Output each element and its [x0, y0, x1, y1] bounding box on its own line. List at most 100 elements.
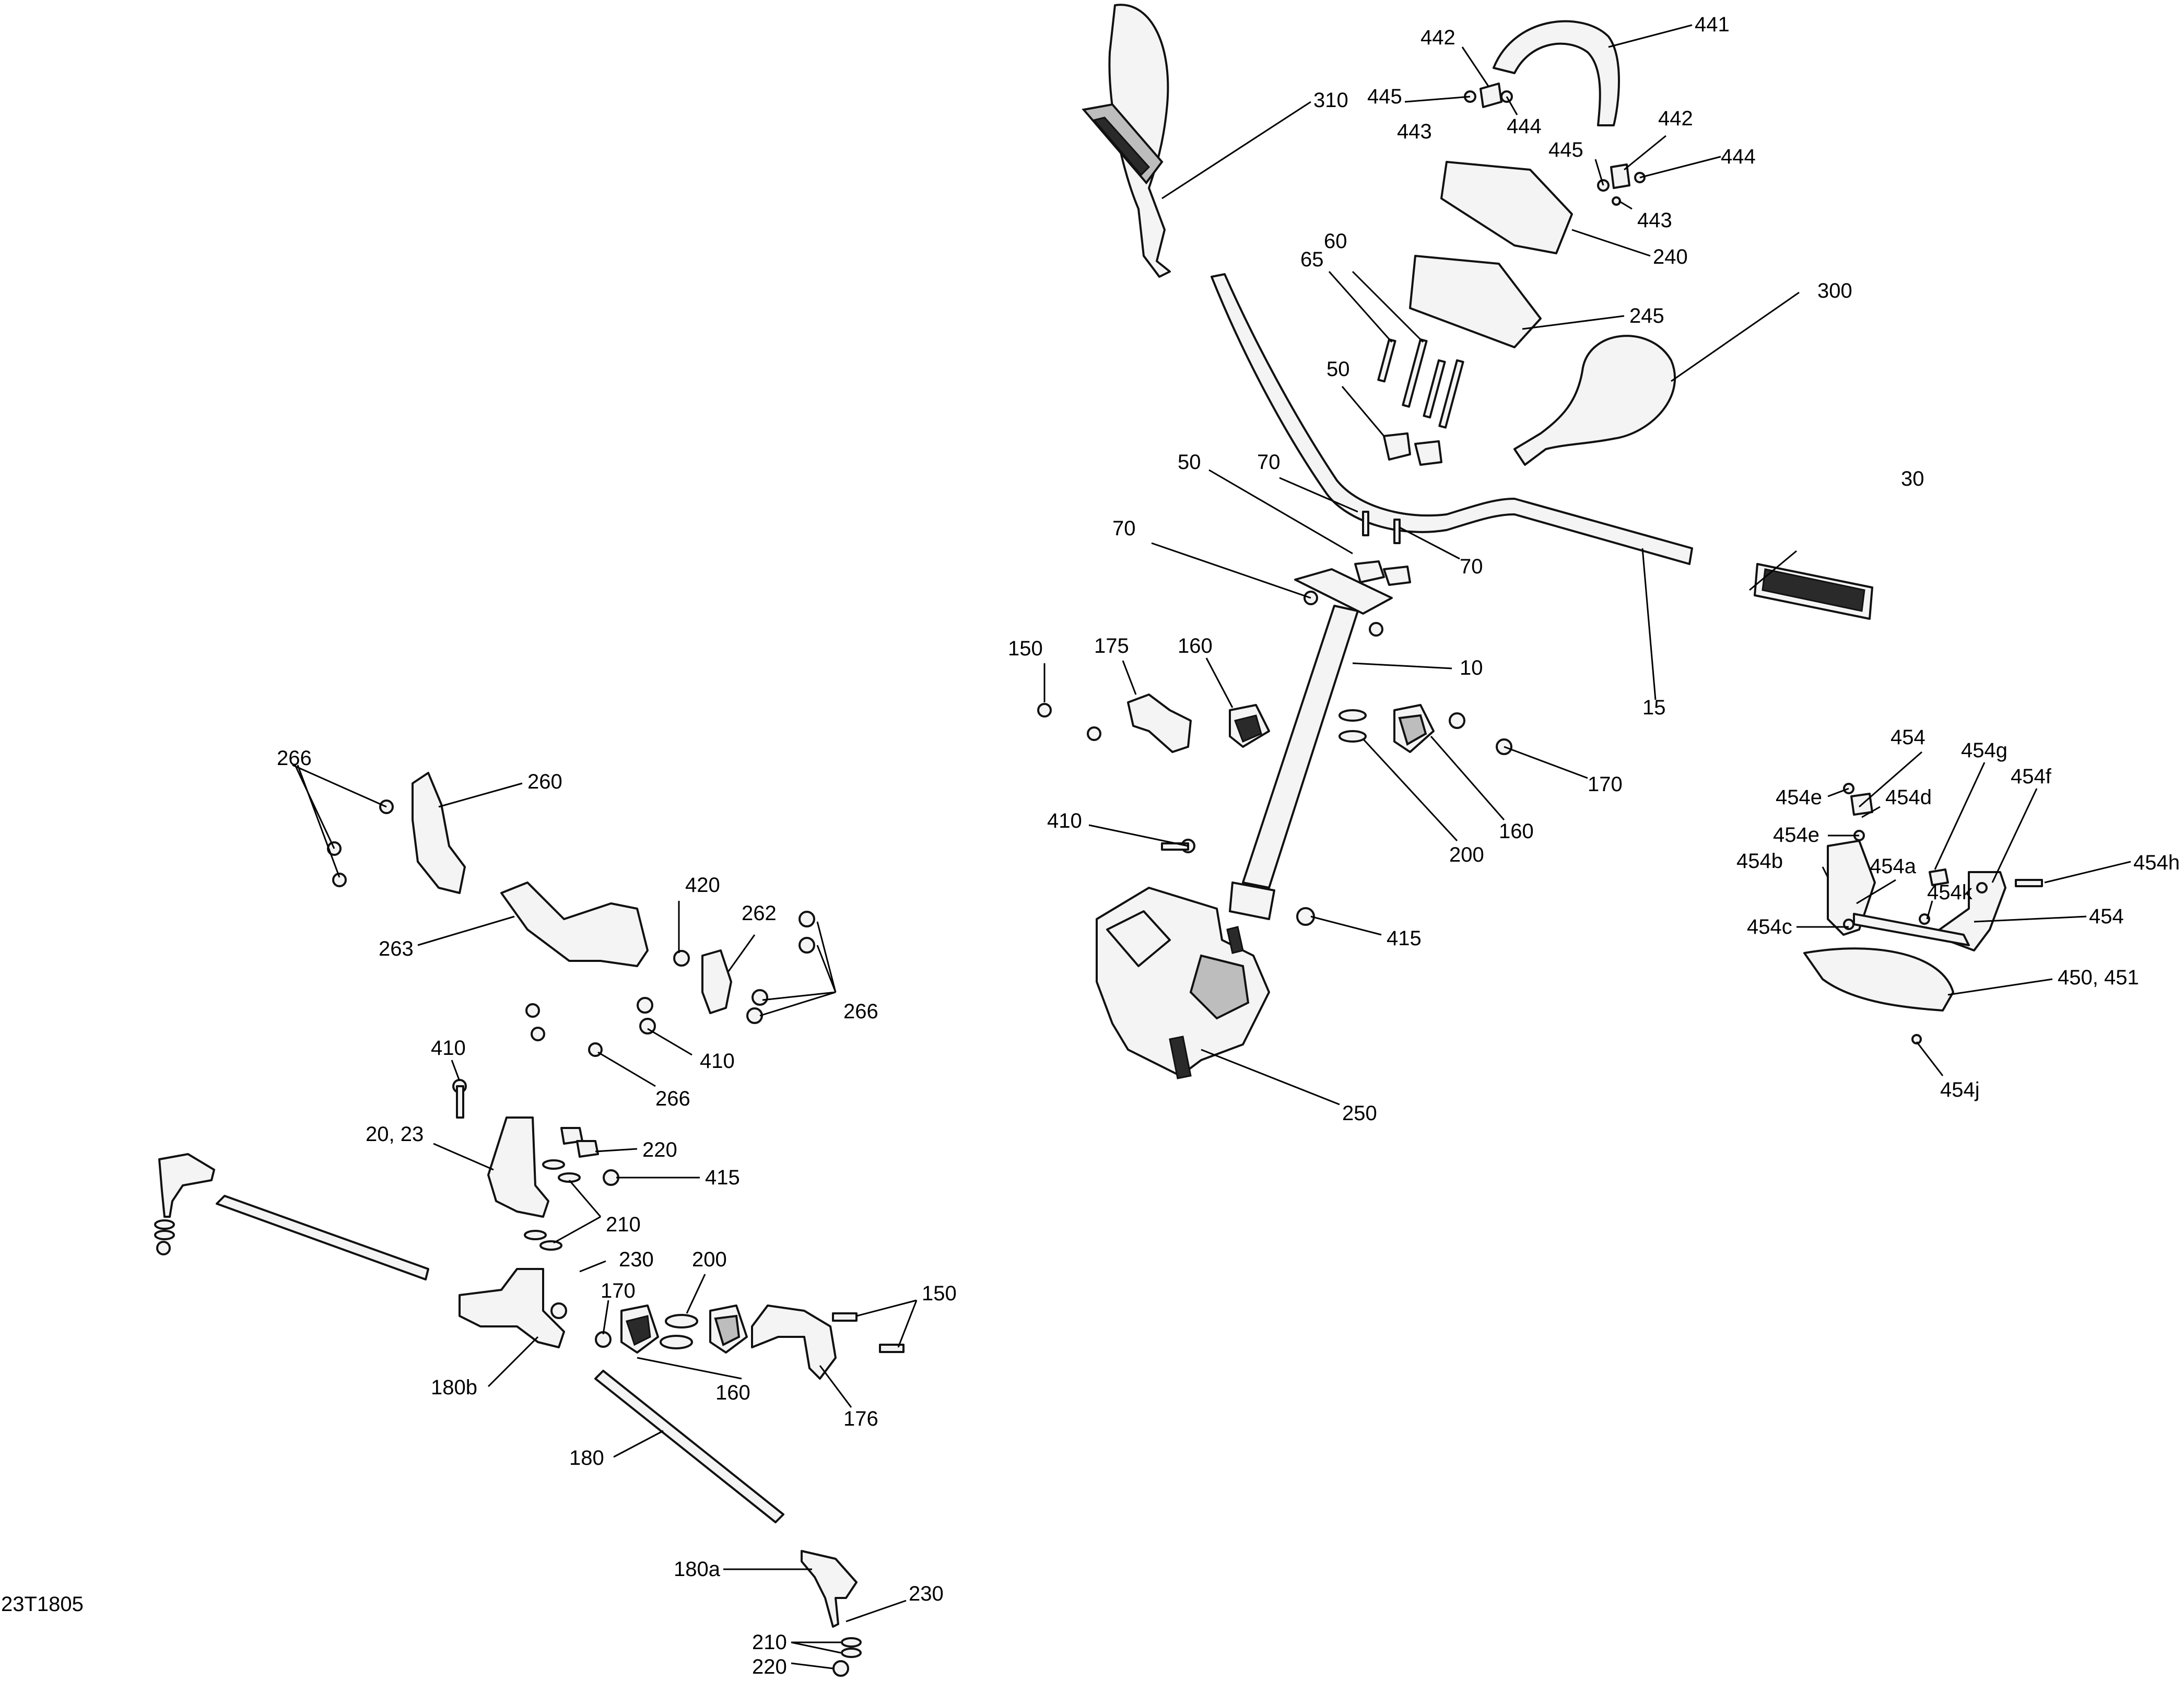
part-mirror-300 — [1513, 335, 1676, 466]
figure-id: 23T1805 — [1, 1593, 84, 1616]
part-ring-200-lower-b — [660, 1335, 693, 1349]
callout-420: 420 — [685, 874, 720, 897]
callout-454f: 454f — [2011, 765, 2052, 788]
callout-300: 300 — [1817, 279, 1852, 302]
callout-266: 266 — [655, 1087, 690, 1110]
callout-70: 70 — [1257, 451, 1281, 474]
callout-454k: 454k — [1927, 881, 1973, 904]
part-bracket-176 — [751, 1304, 837, 1380]
callout-245: 245 — [1629, 304, 1664, 327]
callout-150: 150 — [1008, 637, 1043, 660]
callout-180: 180 — [569, 1447, 604, 1470]
callout-415: 415 — [1387, 927, 1422, 950]
callout-50: 50 — [1178, 451, 1201, 474]
part-drawings — [154, 4, 2043, 1677]
part-handlebar-15 — [1211, 273, 1693, 565]
callout-210: 210 — [606, 1213, 641, 1236]
callout-30: 30 — [1901, 467, 1924, 490]
callout-230: 230 — [619, 1248, 654, 1271]
callout-200: 200 — [1449, 843, 1484, 866]
callout-262: 262 — [742, 902, 777, 925]
part-bracket-260 — [412, 772, 466, 894]
callout-310: 310 — [1313, 89, 1348, 112]
callout-15: 15 — [1642, 696, 1666, 719]
callout-445: 445 — [1367, 85, 1402, 108]
callout-441: 441 — [1695, 13, 1730, 36]
callout-454e: 454e — [1776, 786, 1822, 809]
callout-220: 220 — [752, 1655, 787, 1678]
callout-220: 220 — [642, 1138, 677, 1161]
callout-444: 444 — [1507, 115, 1542, 138]
part-handguard-bracket-454 — [1827, 840, 2006, 951]
callout-10: 10 — [1460, 656, 1483, 679]
callout-70: 70 — [1460, 555, 1483, 578]
callout-70: 70 — [1112, 517, 1136, 540]
callout-443: 443 — [1637, 209, 1672, 232]
callout-175: 175 — [1094, 634, 1129, 657]
callout-266: 266 — [277, 747, 312, 770]
part-mirror-310 — [1082, 4, 1171, 278]
callout-454b: 454b — [1736, 850, 1783, 873]
part-steering-gear-250 — [1096, 887, 1270, 1079]
part-ring-200-b — [1338, 730, 1367, 743]
callout-65: 65 — [1300, 248, 1324, 271]
callout-20-23: 20, 23 — [366, 1123, 424, 1146]
callout-160: 160 — [1499, 820, 1534, 843]
part-tie-rod-180 — [594, 1370, 784, 1523]
callout-454d: 454d — [1885, 786, 1932, 809]
callout-50: 50 — [1326, 358, 1350, 381]
part-ring-200-lower-a — [665, 1314, 698, 1329]
callout-454j: 454j — [1940, 1078, 1980, 1101]
callout-260: 260 — [527, 770, 562, 793]
part-steering-column-10 — [1229, 568, 1393, 920]
part-handle-441 — [1493, 20, 1620, 126]
callout-200: 200 — [692, 1248, 727, 1271]
callout-160: 160 — [1178, 634, 1213, 657]
callout-454g: 454g — [1961, 739, 2007, 762]
callout-442: 442 — [1420, 26, 1455, 49]
callout-410: 410 — [431, 1037, 466, 1060]
callout-160: 160 — [715, 1381, 750, 1404]
callout-230: 230 — [909, 1582, 944, 1605]
callout-176: 176 — [843, 1407, 878, 1430]
callout-454c: 454c — [1747, 915, 1792, 938]
callout-454e: 454e — [1773, 824, 1819, 847]
callout-443: 443 — [1397, 120, 1432, 143]
callout-454: 454 — [2089, 905, 2124, 928]
small-hardware — [154, 83, 2043, 1677]
part-bracket-262 — [701, 949, 732, 1014]
callout-210: 210 — [752, 1631, 787, 1654]
callout-444: 444 — [1721, 145, 1756, 168]
callout-180b: 180b — [431, 1376, 477, 1399]
callout-labels: 441 442 445 443 444 442 445 444 443 310 … — [1, 13, 2180, 1678]
part-tie-rod-upper — [216, 1195, 429, 1280]
part-grip-30 — [1754, 563, 1873, 620]
part-bracket-263 — [500, 881, 649, 967]
callout-150: 150 — [922, 1282, 957, 1305]
callout-266: 266 — [843, 1000, 878, 1023]
part-bracket-175 — [1127, 693, 1192, 753]
part-bushing-160-lower-right — [709, 1304, 748, 1354]
part-tie-rod-end-left — [158, 1153, 215, 1218]
part-pad-245 — [1409, 255, 1542, 348]
callout-415: 415 — [705, 1166, 740, 1189]
part-tie-rod-end-180a — [801, 1550, 858, 1628]
callout-180a: 180a — [674, 1558, 721, 1581]
part-pad-240 — [1440, 161, 1573, 254]
callout-263: 263 — [379, 937, 414, 960]
part-ring-200-a — [1338, 709, 1367, 722]
callout-240: 240 — [1653, 245, 1688, 268]
part-bushing-160-lower-left — [620, 1304, 659, 1354]
part-bushing-160-left — [1229, 704, 1270, 748]
callout-410: 410 — [700, 1050, 735, 1073]
part-tie-rod-end-180b — [459, 1268, 565, 1348]
callout-442: 442 — [1658, 107, 1693, 130]
leader-lines — [292, 24, 2131, 1670]
callout-170: 170 — [601, 1279, 636, 1302]
callout-60: 60 — [1324, 230, 1347, 253]
callout-170: 170 — [1588, 773, 1623, 796]
callout-250: 250 — [1342, 1102, 1377, 1125]
part-handguard-450 — [1803, 947, 1954, 1012]
callout-454h: 454h — [2133, 851, 2180, 874]
